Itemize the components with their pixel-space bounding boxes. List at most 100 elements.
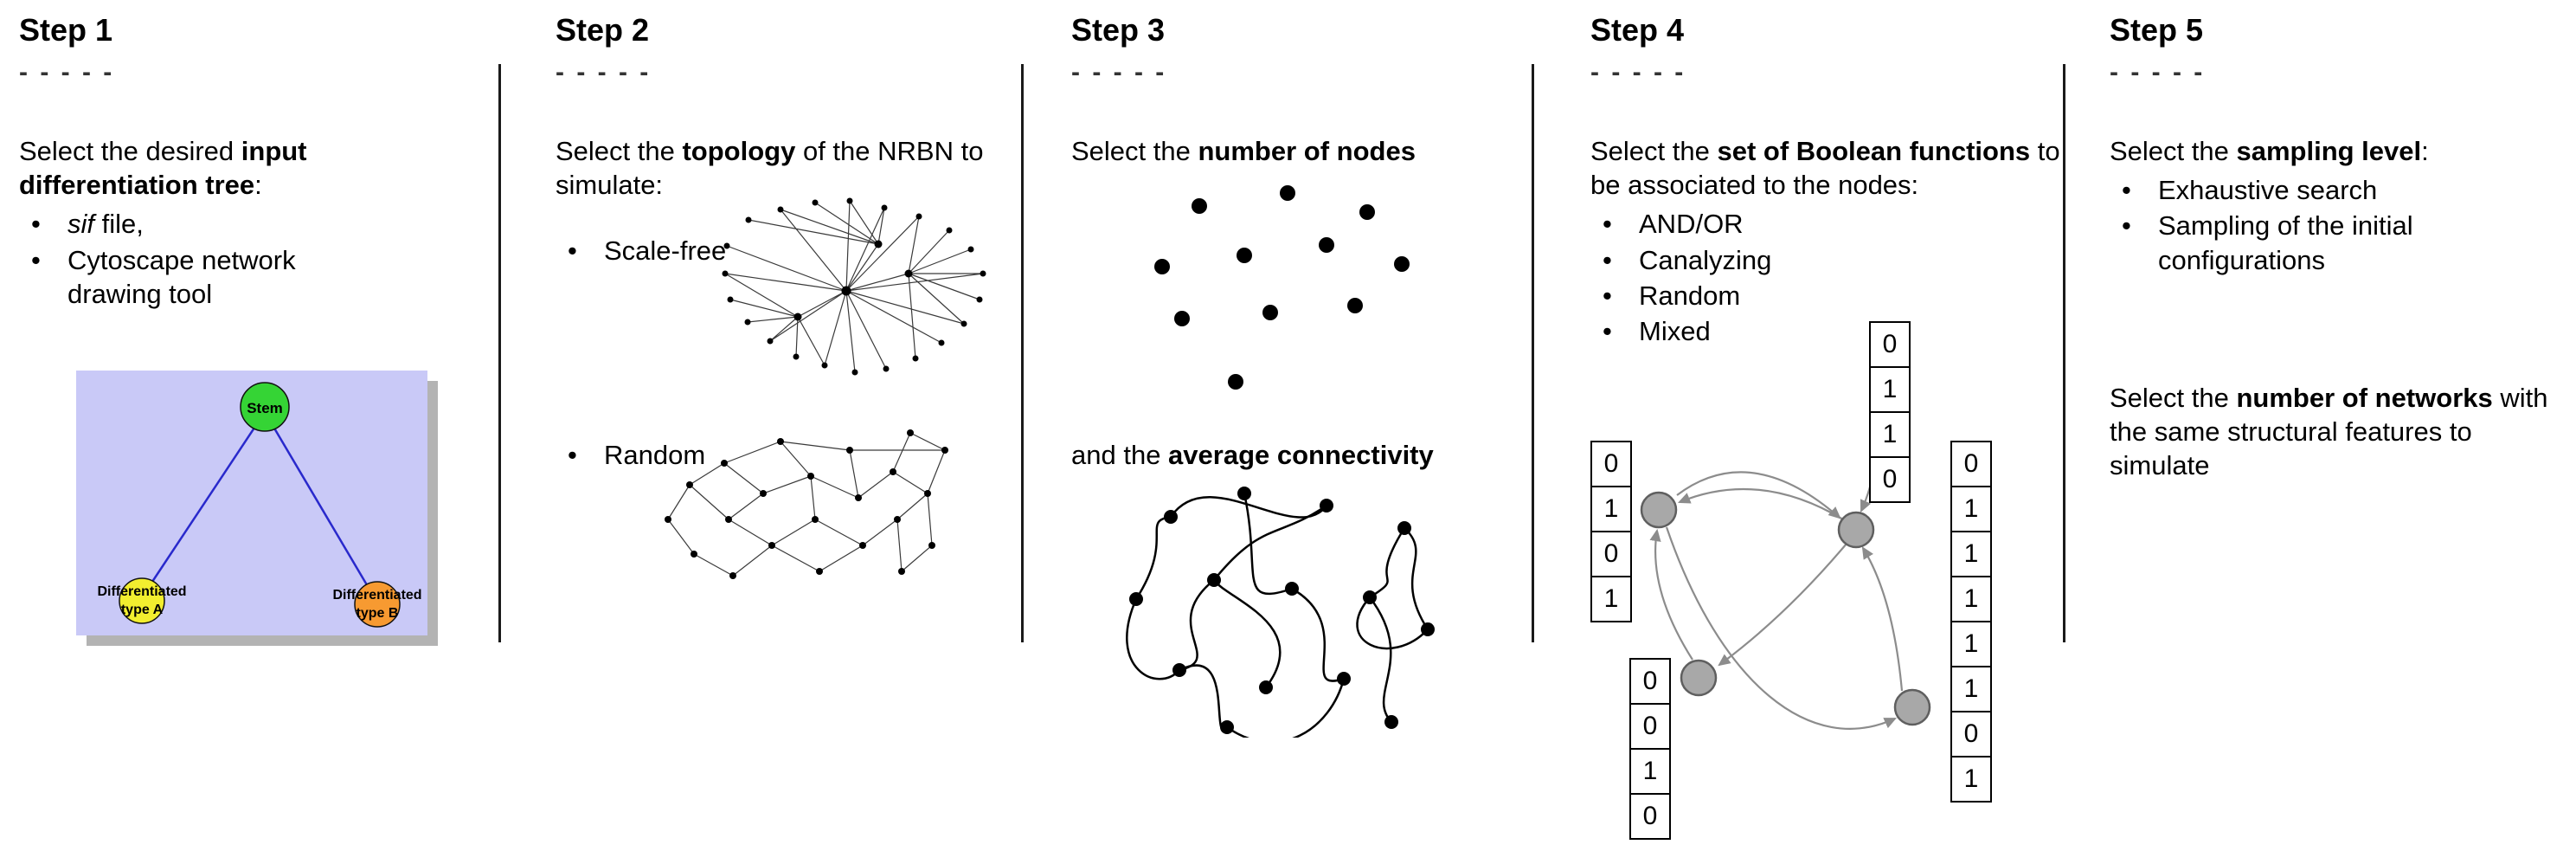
step-1-panel: Step 1 - - - - - Select the desired inpu… <box>19 12 469 646</box>
option-and-or: AND/OR <box>1590 207 2062 241</box>
bit-cell: 1 <box>1950 576 1992 622</box>
differentiation-tree-figure: Stem Differentiated type A Differentiate… <box>76 371 448 661</box>
bit-cell: 1 <box>1629 748 1671 795</box>
step-2-dashes: - - - - - <box>556 58 652 87</box>
option-canalyzing: Canalyzing <box>1590 243 2062 277</box>
step-4-title: Step 4 <box>1590 12 1685 48</box>
tree-edge-b <box>263 411 379 603</box>
random-network-figure <box>651 416 949 602</box>
step-5-instruction-2: Select the number of networks with the s… <box>2110 381 2576 482</box>
type-b-label-1: Differentiated <box>332 588 421 603</box>
type-b-label-2: type B <box>357 606 399 621</box>
network-edges <box>724 200 984 373</box>
option-random: Random <box>556 438 705 472</box>
option-scale-free: Scale-free <box>556 234 726 268</box>
text-segment: : <box>2421 136 2429 167</box>
divider-4 <box>2063 64 2065 642</box>
text-segment-bold: topology <box>682 136 796 167</box>
bit-cell: 0 <box>1950 711 1992 758</box>
text-segment-bold: number of nodes <box>1198 136 1416 167</box>
step-4-dashes: - - - - - <box>1590 58 1686 87</box>
bit-cell: 0 <box>1629 793 1671 840</box>
network-edges <box>667 432 946 577</box>
step-1-dashes: - - - - - <box>19 58 115 87</box>
text-segment-bold: sampling level <box>2236 136 2422 167</box>
nodes-dots-figure <box>1132 184 1426 414</box>
bit-cell: 1 <box>1950 531 1992 577</box>
step-4-options: AND/OR Canalyzing Random Mixed <box>1590 207 2062 347</box>
step-3-panel: Step 3 - - - - - Select the number of no… <box>1071 12 1543 744</box>
text-segment: file, <box>94 209 144 240</box>
scale-free-network-svg <box>722 197 986 376</box>
text-segment: Select the <box>1590 136 1718 167</box>
type-b-node <box>354 581 401 628</box>
text-segment: Select the <box>2110 383 2237 413</box>
step-4-panel: Step 4 - - - - - Select the set of Boole… <box>1590 12 2062 840</box>
step-3-instruction-2: and the average connectivity <box>1071 438 1434 472</box>
bit-cell: 0 <box>1629 658 1671 705</box>
tree-edge-a <box>140 411 267 598</box>
bit-cell: 0 <box>1629 703 1671 750</box>
truth-table-right: 0 1 1 1 1 1 0 1 <box>1950 441 1992 803</box>
tangle-edges <box>1126 493 1429 744</box>
nodes-dots-svg <box>1154 185 1410 390</box>
text-segment-bold: input differentiation tree <box>19 136 307 201</box>
text-segment: of the NRBN to simulate: <box>556 136 984 201</box>
boolean-nodes <box>1640 491 1931 726</box>
step-3-instruction: Select the number of nodes <box>1071 134 1543 168</box>
bit-cell: 1 <box>1950 621 1992 667</box>
boolean-network-figure: 0 1 0 1 0 1 1 0 0 1 1 1 1 1 0 1 <box>1590 312 2075 848</box>
step-4-instruction: Select the set of Boolean functions to b… <box>1590 134 2062 202</box>
step-5-instruction: Select the sampling level: <box>2110 134 2576 168</box>
text-segment: Select the <box>1071 136 1198 167</box>
truth-table-left: 0 1 0 1 <box>1590 441 1632 622</box>
step-3-dashes: - - - - - <box>1071 58 1167 87</box>
bit-cell: 0 <box>1590 441 1632 487</box>
step-5-dashes: - - - - - <box>2110 58 2206 87</box>
dots <box>1154 185 1410 390</box>
option-mixed: Mixed <box>1590 314 2062 348</box>
boolean-network-svg <box>1640 390 1931 730</box>
truth-table-bottom: 0 0 1 0 <box>1629 658 1671 840</box>
text-segment: Select the <box>556 136 683 167</box>
step-5-panel: Step 5 - - - - - Select the sampling lev… <box>2110 12 2576 480</box>
bit-cell: 0 <box>1869 321 1911 368</box>
step-1-options: sif file, Cytoscape network drawing tool <box>19 207 382 310</box>
text-segment-bold: set of Boolean functions <box>1717 136 2031 167</box>
tangle-nodes <box>1129 487 1435 734</box>
step-3-title: Step 3 <box>1071 12 1166 48</box>
bit-cell: 0 <box>1590 531 1632 577</box>
text-segment-italic: sif <box>67 209 94 240</box>
differentiation-tree-svg: Stem Differentiated type A Differentiate… <box>76 371 438 646</box>
bit-cell: 0 <box>1869 456 1911 503</box>
option-random-fn: Random <box>1590 279 2062 313</box>
stem-node <box>240 382 290 432</box>
bit-cell: 1 <box>1950 666 1992 712</box>
option-sampling: Sampling of the initial configurations <box>2110 209 2516 276</box>
text-segment: and the <box>1071 440 1169 470</box>
type-a-node <box>119 577 165 624</box>
step-2-title: Step 2 <box>556 12 650 48</box>
text-segment: with the same structural features to sim… <box>2110 383 2548 481</box>
step-2-instruction: Select the topology of the NRBN to simul… <box>556 134 1010 202</box>
network-nodes <box>722 197 986 376</box>
connectivity-tangle-figure <box>1106 469 1452 744</box>
step-1-instruction: Select the desired input differentiation… <box>19 134 469 202</box>
option-exhaustive: Exhaustive search <box>2110 173 2516 207</box>
text-segment: Select the <box>2110 136 2237 167</box>
text-segment-bold: average connectivity <box>1168 440 1434 470</box>
step-5-options: Exhaustive search Sampling of the initia… <box>2110 173 2516 276</box>
type-a-label-2: type A <box>121 603 164 617</box>
random-network-svg <box>665 429 948 579</box>
text-segment-bold: number of networks <box>2236 383 2493 413</box>
bit-cell: 1 <box>1590 486 1632 532</box>
bit-cell: 1 <box>1950 486 1992 532</box>
step-1-title: Step 1 <box>19 12 113 48</box>
divider-2 <box>1021 64 1024 642</box>
text-segment: to be associated to the nodes: <box>1590 136 2060 201</box>
option-sif-file: sif file, <box>19 207 382 241</box>
text-segment: : <box>254 170 262 201</box>
bit-cell: 0 <box>1950 441 1992 487</box>
divider-3 <box>1532 64 1534 642</box>
